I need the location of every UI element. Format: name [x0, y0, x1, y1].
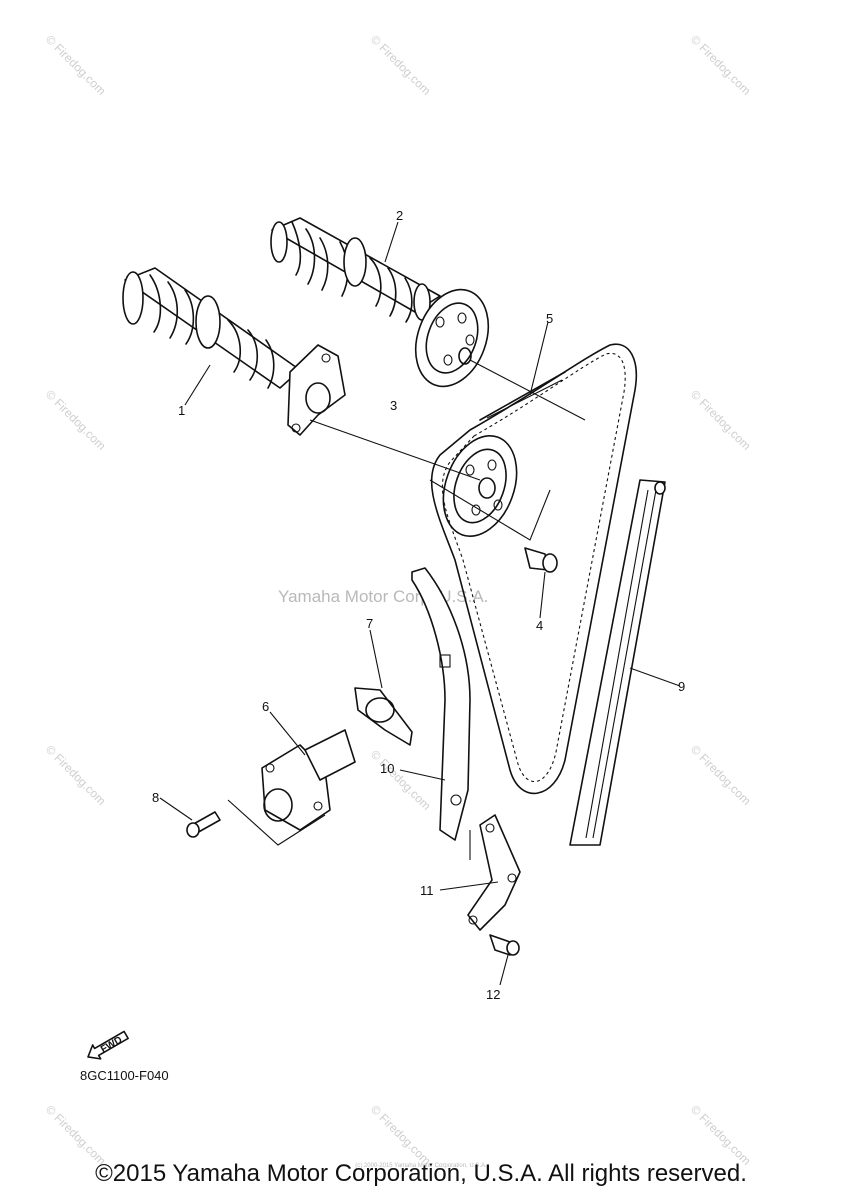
callout-8: 8 [152, 790, 159, 805]
watermark: © Firedog.com [688, 742, 754, 808]
gasket-7 [354, 687, 413, 746]
tiny-copyright-note: (c) 2000-2015 Yamaha Motor Corporation, … [355, 1163, 487, 1169]
watermark-group: © Firedog.com © Firedog.com © Firedog.co… [43, 32, 754, 1168]
watermark: © Firedog.com [688, 387, 754, 453]
watermark: © Firedog.com [688, 1102, 754, 1168]
copyright-footer: ©2015 Yamaha Motor Corporation, U.S.A. A… [95, 1160, 747, 1187]
camshaft-2 [270, 217, 441, 323]
sprocket-upper [414, 288, 490, 388]
bolt-4 [524, 547, 558, 573]
diagram-code: 8GC1100-F040 [80, 1068, 169, 1083]
center-watermark: Yamaha Motor Corp. U.S.A. [278, 587, 488, 606]
watermark: © Firedog.com [43, 387, 109, 453]
sprocket-lower [442, 434, 518, 538]
watermark: © Firedog.com [368, 1102, 434, 1168]
callout-12: 12 [486, 987, 500, 1002]
camshaft-1 [122, 267, 301, 389]
callout-labels: 1 2 3 4 5 6 7 8 9 10 11 12 [152, 208, 685, 1002]
callout-11: 11 [420, 883, 434, 898]
bracket-11 [467, 814, 521, 931]
fwd-label: FWD [99, 1035, 124, 1056]
bearing-cap [287, 344, 346, 436]
callout-10: 10 [380, 761, 394, 776]
leader-lines [159, 221, 681, 986]
chain-guide-9 [569, 479, 666, 846]
watermark: © Firedog.com [43, 1102, 109, 1168]
callout-7: 7 [366, 616, 373, 631]
watermark: © Firedog.com [368, 747, 434, 813]
tensioner-6 [261, 729, 356, 831]
watermark: © Firedog.com [43, 742, 109, 808]
fwd-arrow: FWD [87, 1030, 129, 1060]
callout-5: 5 [546, 311, 553, 326]
callout-3: 3 [390, 398, 397, 413]
callout-9: 9 [678, 679, 685, 694]
watermark: © Firedog.com [368, 32, 434, 98]
tensioner-guide-10 [411, 567, 471, 841]
watermark: © Firedog.com [688, 32, 754, 98]
callout-1: 1 [178, 403, 185, 418]
callout-2: 2 [396, 208, 403, 223]
watermark: © Firedog.com [43, 32, 109, 98]
cam-chain [430, 343, 637, 795]
bolt-8 [186, 811, 221, 838]
callout-6: 6 [262, 699, 269, 714]
callout-4: 4 [536, 618, 543, 633]
bolt-12 [489, 934, 520, 956]
